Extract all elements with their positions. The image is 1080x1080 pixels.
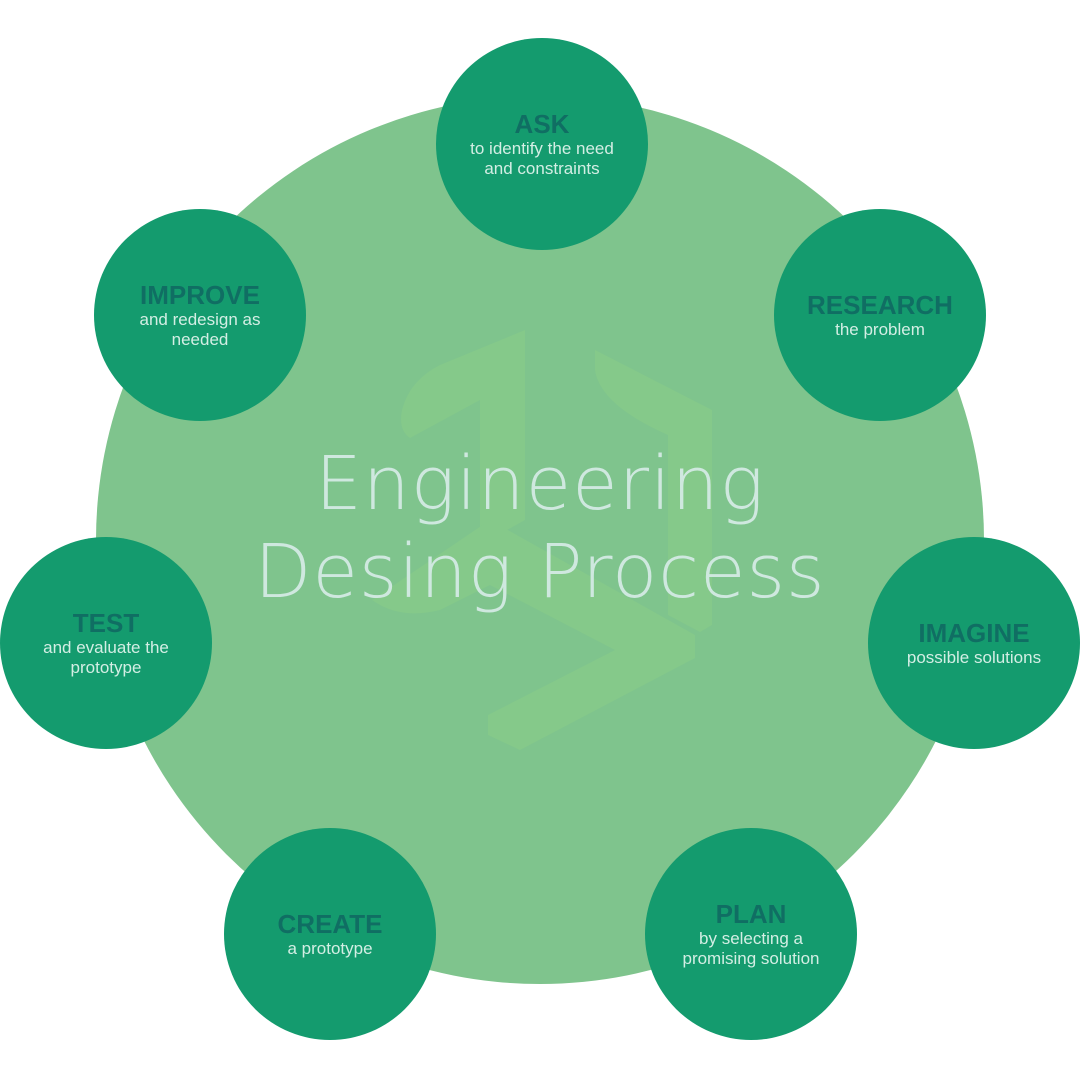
step-title: PLAN xyxy=(715,899,787,929)
step-description: and evaluate the prototype xyxy=(43,638,169,677)
step-imagine: IMAGINE possible solutions xyxy=(868,537,1080,749)
step-description: and redesign as needed xyxy=(139,310,261,349)
step-title: TEST xyxy=(72,608,140,638)
title-line-1: Engineering xyxy=(315,441,765,527)
step-ask: ASK to identify the need and constraints xyxy=(436,38,648,250)
step-description: possible solutions xyxy=(906,648,1042,667)
step-create: CREATE a prototype xyxy=(224,828,436,1040)
center-title: Engineering Desing Process xyxy=(140,440,940,616)
step-description: to identify the need and constraints xyxy=(470,139,614,178)
step-description: by selecting a promising solution xyxy=(682,929,820,968)
step-test: TEST and evaluate the prototype xyxy=(0,537,212,749)
title-line-2: Desing Process xyxy=(254,529,826,615)
step-improve: IMPROVE and redesign as needed xyxy=(94,209,306,421)
step-title: IMPROVE xyxy=(140,280,260,310)
step-title: ASK xyxy=(514,109,570,139)
step-title: RESEARCH xyxy=(807,290,953,320)
step-research: RESEARCH the problem xyxy=(774,209,986,421)
step-title: IMAGINE xyxy=(918,618,1030,648)
step-plan: PLAN by selecting a promising solution xyxy=(645,828,857,1040)
step-title: CREATE xyxy=(277,909,383,939)
step-description: the problem xyxy=(835,320,925,339)
step-description: a prototype xyxy=(287,939,373,958)
